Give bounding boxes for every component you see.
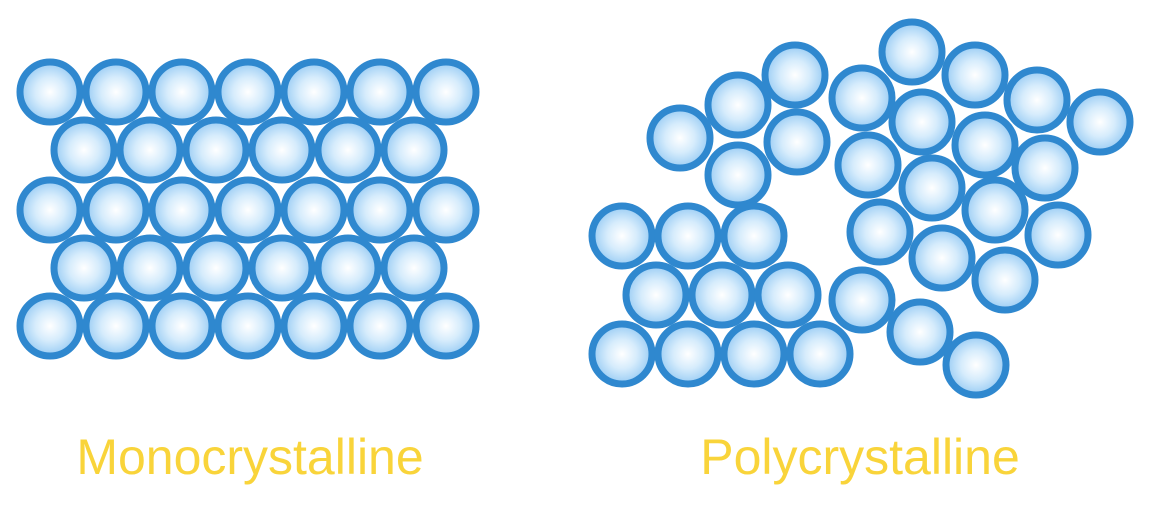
atom	[16, 176, 84, 244]
atom	[380, 234, 448, 302]
atom	[761, 41, 829, 109]
atom	[654, 202, 722, 270]
atom	[148, 58, 216, 126]
atom	[248, 116, 316, 184]
polycrystalline-grains	[588, 18, 1134, 399]
atom	[951, 111, 1019, 179]
atom	[412, 58, 480, 126]
atom	[214, 292, 282, 360]
atom	[828, 266, 896, 334]
atom	[646, 104, 714, 172]
atom	[942, 331, 1010, 399]
atom	[148, 176, 216, 244]
atom	[1011, 134, 1079, 202]
atom	[754, 261, 822, 329]
atom	[116, 116, 184, 184]
atom	[1003, 66, 1071, 134]
atom	[82, 176, 150, 244]
atom	[720, 320, 788, 388]
atom	[908, 224, 976, 292]
atom	[82, 292, 150, 360]
atom	[16, 58, 84, 126]
atom	[346, 292, 414, 360]
atom	[720, 202, 788, 270]
atom	[412, 292, 480, 360]
atom	[588, 320, 656, 388]
atom	[314, 116, 382, 184]
atom	[16, 292, 84, 360]
atom	[280, 58, 348, 126]
atom	[280, 176, 348, 244]
atom	[588, 202, 656, 270]
atom	[182, 116, 250, 184]
atom	[622, 261, 690, 329]
atom	[380, 116, 448, 184]
atom	[704, 141, 772, 209]
atom	[50, 234, 118, 302]
monocrystalline-label: Monocrystalline	[76, 429, 424, 485]
atom	[148, 292, 216, 360]
atom	[82, 58, 150, 126]
atom	[961, 176, 1029, 244]
atom	[280, 292, 348, 360]
atom	[888, 88, 956, 156]
atom	[941, 41, 1009, 109]
atom	[1066, 88, 1134, 156]
atom	[971, 246, 1039, 314]
atom	[346, 176, 414, 244]
atom	[846, 198, 914, 266]
atom	[248, 234, 316, 302]
atom	[688, 261, 756, 329]
atom	[763, 108, 831, 176]
monocrystalline-lattice	[16, 58, 480, 360]
atom	[182, 234, 250, 302]
atom	[1024, 201, 1092, 269]
atom	[886, 298, 954, 366]
atom	[704, 71, 772, 139]
atom	[346, 58, 414, 126]
atom	[878, 18, 946, 86]
atom	[214, 176, 282, 244]
atom	[116, 234, 184, 302]
atom	[786, 320, 854, 388]
atom	[412, 176, 480, 244]
atom	[828, 64, 896, 132]
atom	[654, 320, 722, 388]
atom	[314, 234, 382, 302]
polycrystalline-label: Polycrystalline	[700, 429, 1020, 485]
atom	[898, 154, 966, 222]
atom	[50, 116, 118, 184]
atom	[834, 131, 902, 199]
atom	[214, 58, 282, 126]
